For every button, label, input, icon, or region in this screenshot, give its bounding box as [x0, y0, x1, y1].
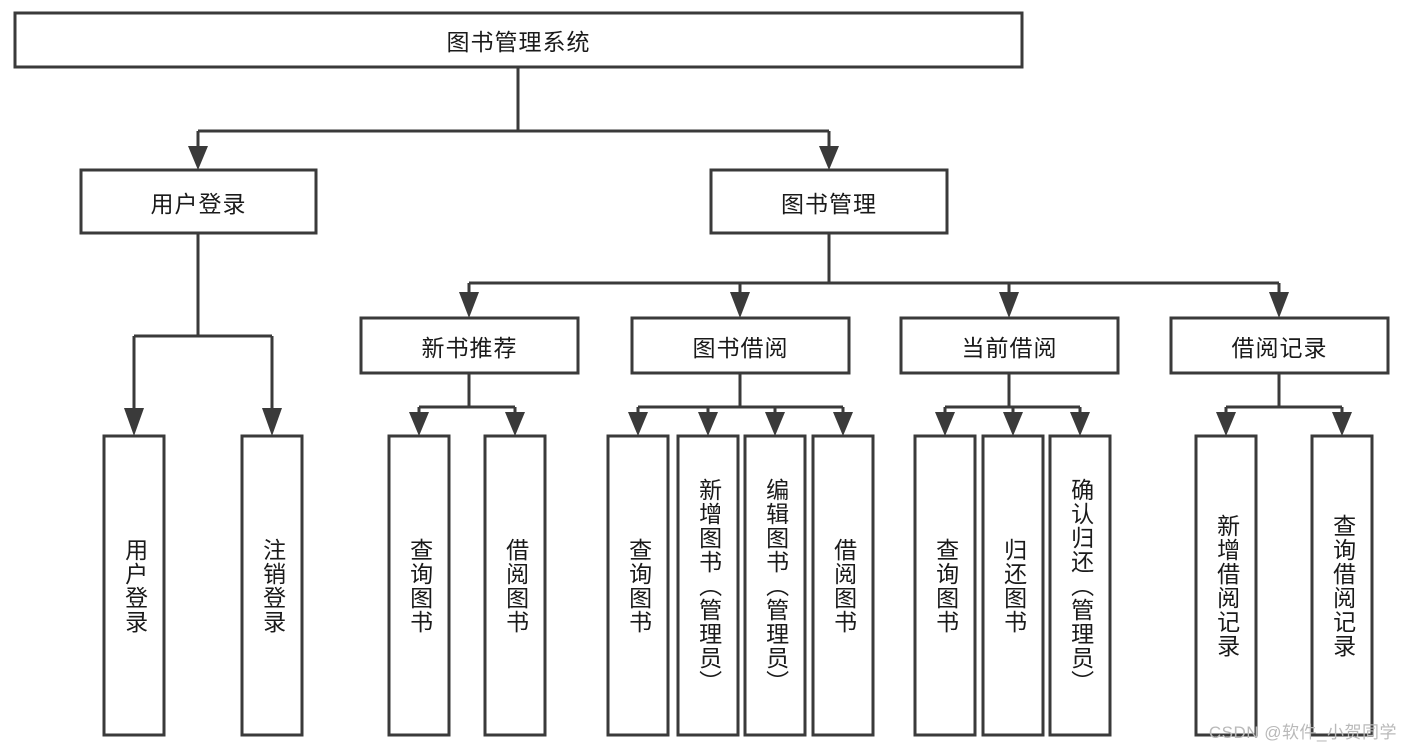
node-box-leaf-user-login[interactable]: [102, 434, 166, 737]
arrow-head-leaf-query-book-3: [935, 412, 955, 436]
arrow-head-borrow-record: [1269, 292, 1289, 318]
node-box-user-login[interactable]: [79, 168, 318, 235]
arrow-head-new-book-rec: [459, 292, 479, 318]
arrow-head-leaf-confirm-return: [1070, 412, 1090, 436]
arrow-head-leaf-return-book: [1003, 412, 1023, 436]
node-box-leaf-return-book[interactable]: [981, 434, 1045, 737]
node-box-leaf-query-book-2[interactable]: [606, 434, 670, 737]
connector-book-borrow-to-leaves: [628, 373, 853, 436]
arrow-head-leaf-logout: [262, 408, 282, 436]
arrow-head-book-manage: [819, 146, 839, 170]
arrow-head-leaf-edit-book: [765, 412, 785, 436]
connector-current-borrow-to-leaves: [935, 373, 1090, 436]
arrow-head-current-borrow: [999, 292, 1019, 318]
node-box-leaf-edit-book[interactable]: [743, 434, 807, 737]
node-box-leaf-borrow-book-2[interactable]: [811, 434, 875, 737]
arrow-head-book-borrow: [730, 292, 750, 318]
connector-borrow-record-to-leaves: [1216, 373, 1352, 436]
connector-root-to-level2: [188, 67, 839, 170]
node-box-leaf-logout[interactable]: [240, 434, 304, 737]
connector-new-book-rec-to-leaves: [409, 373, 525, 436]
arrow-head-leaf-query-record: [1332, 412, 1352, 436]
arrow-head-leaf-add-record: [1216, 412, 1236, 436]
arrow-head-leaf-borrow-book-2: [833, 412, 853, 436]
node-box-current-borrow[interactable]: [899, 316, 1120, 375]
node-box-leaf-query-book-1[interactable]: [387, 434, 451, 737]
arrow-head-leaf-query-book-1: [409, 412, 429, 436]
node-box-borrow-record[interactable]: [1169, 316, 1390, 375]
node-box-leaf-add-record[interactable]: [1194, 434, 1258, 737]
arrow-head-leaf-borrow-book-1: [505, 412, 525, 436]
node-box-leaf-borrow-book-1[interactable]: [483, 434, 547, 737]
connector-book-manage-to-level3: [459, 233, 1289, 318]
node-box-leaf-query-book-3[interactable]: [913, 434, 977, 737]
arrow-head-leaf-add-book: [698, 412, 718, 436]
node-box-book-borrow[interactable]: [630, 316, 851, 375]
node-box-book-manage[interactable]: [709, 168, 949, 235]
node-box-leaf-query-record[interactable]: [1310, 434, 1374, 737]
arrow-head-leaf-user-login: [124, 408, 144, 436]
node-box-new-book-rec[interactable]: [359, 316, 580, 375]
arrow-head-leaf-query-book-2: [628, 412, 648, 436]
arrow-head-user-login: [188, 146, 208, 170]
node-box-leaf-add-book[interactable]: [676, 434, 740, 737]
node-box-root[interactable]: [13, 11, 1024, 69]
node-box-leaf-confirm-return[interactable]: [1048, 434, 1112, 737]
connector-user-login-to-leaves: [124, 233, 282, 436]
